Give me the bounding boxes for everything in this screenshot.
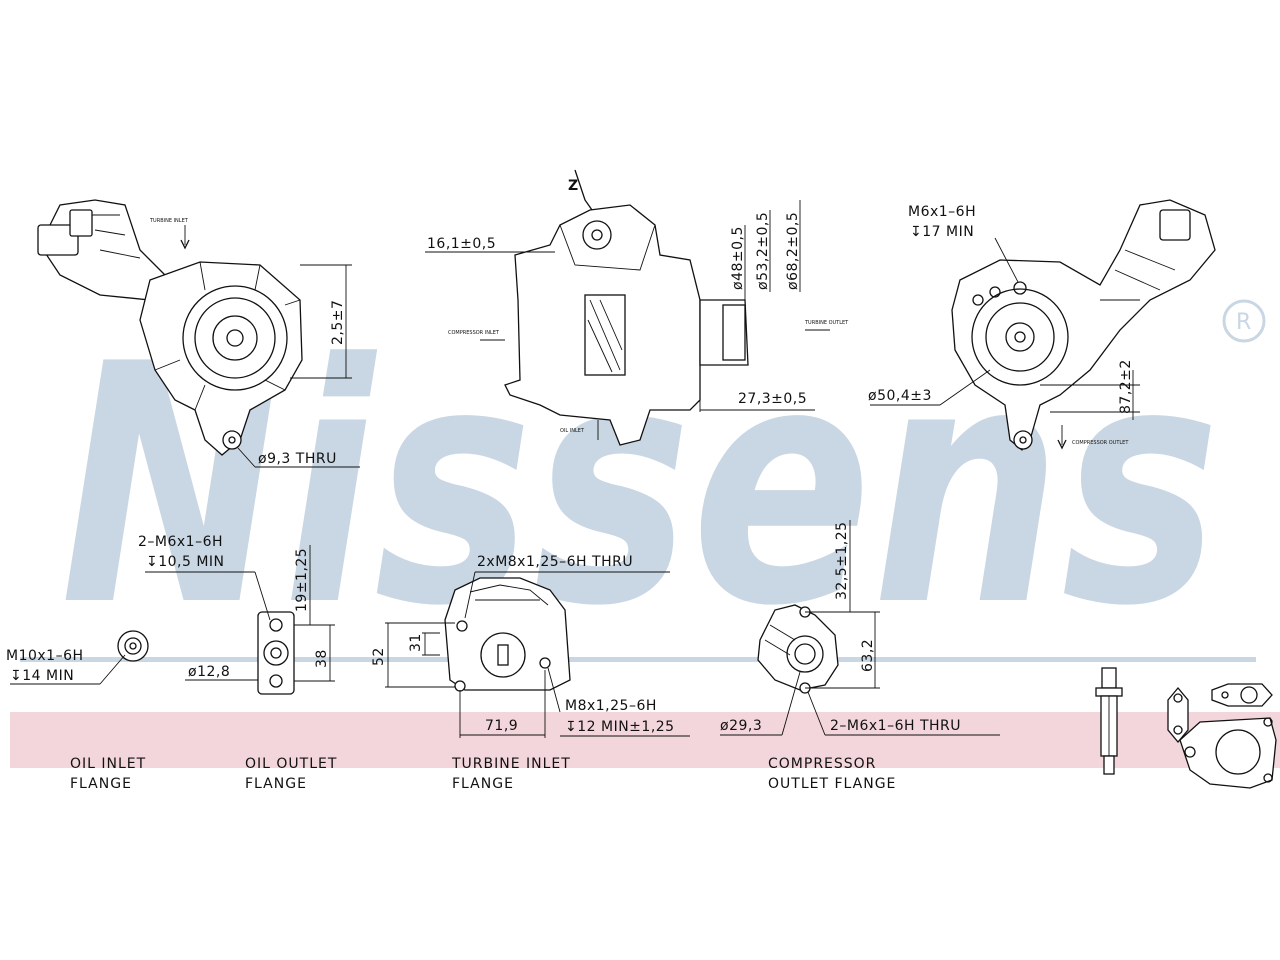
separator-rule: [20, 657, 1256, 662]
oil-inlet-thread-2: ↧14 MIN: [10, 668, 74, 684]
oil-inlet-flange: M10x1–6H ↧14 MIN OIL INLET FLANGE: [6, 630, 149, 792]
oil-inlet-thread-1: M10x1–6H: [6, 648, 84, 664]
oil-outlet-caption-1: OIL OUTLET: [245, 756, 337, 772]
turbine-dim-inner: 31: [408, 633, 424, 652]
accessories: [1095, 667, 1277, 789]
left-flow-note: TURBINE INLET: [149, 218, 189, 224]
oil-outlet-thread-2: ↧10,5 MIN: [146, 554, 225, 570]
center-note-left: COMPRESSOR INLET: [448, 330, 500, 336]
center-note-right: TURBINE OUTLET: [804, 320, 849, 326]
oil-outlet-caption-2: FLANGE: [245, 776, 307, 792]
oil-outlet-dim-d: ø12,8: [188, 664, 230, 680]
turbine-caption-2: FLANGE: [452, 776, 514, 792]
left-hole-label: ø9,3 THRU: [258, 451, 337, 467]
compressor-caption-2: OUTLET FLANGE: [768, 776, 896, 792]
right-thread-2: ↧17 MIN: [910, 224, 974, 240]
right-thread-1: M6x1–6H: [908, 204, 976, 220]
oil-outlet-thread-1: 2–M6x1–6H: [138, 534, 223, 550]
compressor-outlet-flange: 32,5±1,25 63,2 ø29,3 2–M6x1–6H THRU COMP…: [720, 520, 1000, 792]
center-dim-d53: ø53,2±0,5: [755, 212, 771, 290]
turbine-thread-2: ↧12 MIN±1,25: [565, 719, 675, 735]
oil-outlet-dim-v: 19±1,25: [294, 548, 310, 612]
compressor-dim-top: 32,5±1,25: [834, 521, 850, 600]
compressor-dim-h: 63,2: [860, 639, 876, 672]
compressor-thread: 2–M6x1–6H THRU: [830, 718, 961, 734]
caption-band: [10, 712, 1280, 768]
turbine-caption-1: TURBINE INLET: [451, 756, 571, 772]
turbine-thread-1: M8x1,25–6H: [565, 698, 657, 714]
center-top-mark: Z: [568, 178, 579, 194]
center-view: Z 16,1±0,5 ø48±0,5 ø53,2±0,5 ø68,2±0,5 2…: [425, 169, 849, 446]
center-dim-d68: ø68,2±0,5: [785, 212, 801, 290]
oil-outlet-flange: 2–M6x1–6H ↧10,5 MIN ø12,8 19±1,25 38 OIL…: [138, 534, 337, 792]
center-dim-length: 27,3±0,5: [738, 391, 807, 407]
center-dim-offset: 16,1±0,5: [427, 236, 496, 252]
left-dim-height: 2,5±7: [330, 300, 346, 345]
turbine-dim-h: 52: [371, 647, 387, 666]
oil-outlet-dim-h: 38: [314, 649, 330, 668]
oil-inlet-caption-1: OIL INLET: [70, 756, 146, 772]
center-dim-d48: ø48±0,5: [730, 226, 746, 290]
turbine-dim-w: 71,9: [485, 718, 518, 734]
center-note-bottom: OIL INLET: [560, 428, 585, 434]
oil-inlet-caption-2: FLANGE: [70, 776, 132, 792]
registered-mark-circle: [1222, 299, 1266, 343]
right-flow-note: COMPRESSOR OUTLET: [1072, 440, 1129, 446]
turbine-inlet-flange: 2xM8x1,25–6H THRU 52 31 71,9 M8x1,25–6H …: [371, 554, 690, 792]
left-view: 2,5±7 ø9,3 THRU TURBINE INLET: [37, 199, 360, 468]
compressor-dim-d: ø29,3: [720, 718, 762, 734]
right-view: M6x1–6H ↧17 MIN ø50,4±3 87,2±2 COMPRESSO…: [868, 199, 1216, 451]
compressor-caption-1: COMPRESSOR: [768, 756, 876, 772]
registered-mark: R: [1236, 310, 1251, 335]
right-dim-small: 87,2±2: [1118, 359, 1134, 414]
turbine-thread-top: 2xM8x1,25–6H THRU: [477, 554, 633, 570]
right-dim-d: ø50,4±3: [868, 388, 932, 404]
